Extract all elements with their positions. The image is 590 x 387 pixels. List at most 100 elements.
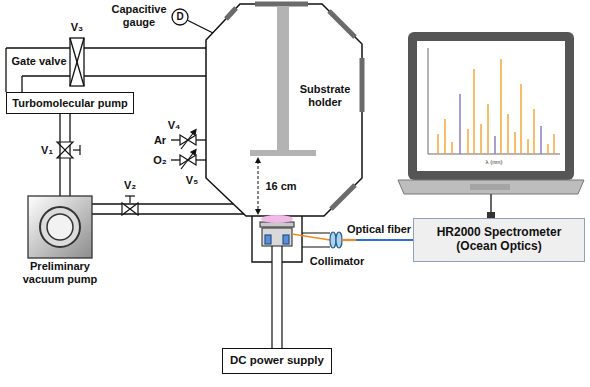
vacuum-pipe bbox=[92, 203, 233, 204]
spectrometer-box: HR2000 Spectrometer (Ocean Optics) bbox=[413, 218, 585, 262]
valve-label: V₃ bbox=[71, 21, 83, 34]
vacuum-chamber bbox=[206, 4, 362, 216]
spectrum-chart bbox=[514, 132, 516, 154]
dimension-arrow bbox=[258, 161, 259, 211]
magnetron bbox=[262, 228, 292, 246]
vacuum-line bbox=[5, 48, 6, 92]
substrate-holder bbox=[277, 6, 289, 150]
needle-valve bbox=[181, 132, 194, 149]
node-text: Gate valve bbox=[10, 55, 68, 68]
valve-label-holder: V₁ bbox=[41, 144, 53, 157]
laptop bbox=[398, 180, 584, 194]
laptop bbox=[408, 32, 574, 180]
part-label: Optical fiber bbox=[347, 223, 411, 236]
optical-fiber bbox=[342, 239, 414, 241]
spectrum-chart bbox=[444, 119, 446, 154]
gate-valve-symbol bbox=[21, 76, 22, 92]
laptop bbox=[417, 41, 565, 171]
node-text: D bbox=[176, 11, 183, 23]
magnetron bbox=[281, 246, 282, 348]
needle-valve bbox=[188, 155, 196, 165]
valve-label: V₅ bbox=[186, 174, 198, 187]
axis-label-holder: λ (nm) bbox=[486, 159, 503, 166]
gas-label-holder: O₂ bbox=[153, 154, 166, 167]
vacuum-chamber bbox=[206, 4, 362, 216]
viewport-window bbox=[226, 8, 236, 19]
gas-line bbox=[171, 139, 180, 140]
substrate-holder bbox=[250, 6, 316, 156]
gate-valve-symbol bbox=[22, 75, 70, 76]
gate-valve-symbol bbox=[70, 38, 84, 86]
viewport-window bbox=[226, 4, 362, 209]
valve-symbol bbox=[125, 195, 135, 196]
needle-valve bbox=[188, 135, 196, 145]
vacuum-line bbox=[59, 114, 60, 196]
text-holder: D bbox=[176, 11, 183, 23]
needle-valve bbox=[191, 130, 196, 136]
spectrum-chart bbox=[428, 48, 560, 154]
spectrum-chart bbox=[437, 134, 439, 154]
box-text: DC power supply bbox=[230, 354, 324, 367]
valve-symbol bbox=[73, 149, 80, 150]
pump-icon bbox=[28, 196, 92, 258]
needle-valve bbox=[180, 135, 188, 145]
capacitive-gauge: Capacitive gauge D bbox=[108, 2, 190, 34]
magnetron bbox=[261, 215, 293, 223]
valve-symbol bbox=[79, 145, 80, 155]
spectrum-chart bbox=[500, 59, 502, 154]
laptop bbox=[490, 194, 492, 214]
spectrum-chart bbox=[480, 124, 482, 154]
box-text: Turbomolecular pump bbox=[12, 97, 127, 110]
collimator bbox=[292, 232, 342, 248]
gauge-stub bbox=[187, 20, 213, 33]
needle-valve bbox=[181, 152, 194, 169]
dimension-arrow bbox=[255, 157, 261, 215]
viewport-window bbox=[329, 11, 355, 37]
pump-icon bbox=[40, 207, 80, 247]
part-label-holder: Optical fiber bbox=[347, 223, 411, 236]
spectrum-chart bbox=[473, 69, 475, 154]
gate-valve-symbol bbox=[70, 38, 84, 86]
substrate-holder bbox=[250, 150, 316, 156]
gauge-circle bbox=[172, 9, 188, 25]
spectrum-chart bbox=[540, 126, 542, 154]
axis-label: λ (nm) bbox=[486, 159, 503, 166]
valve-label-holder: V₄ bbox=[168, 119, 181, 132]
text-holder: Preliminary vacuum pump bbox=[15, 260, 105, 285]
spectrum-chart bbox=[507, 114, 509, 154]
gas-line bbox=[196, 159, 206, 160]
vacuum-pipe bbox=[84, 47, 206, 48]
gas-line bbox=[171, 140, 206, 160]
spectrum-chart bbox=[428, 48, 429, 154]
collimator bbox=[330, 232, 336, 248]
node-text: Preliminary vacuum pump bbox=[15, 260, 105, 285]
laptop bbox=[398, 32, 584, 218]
pump-icon bbox=[28, 196, 92, 258]
spectrum-chart bbox=[533, 109, 535, 154]
box-text: HR2000 Spectrometer (Ocean Optics) bbox=[418, 226, 580, 254]
spectrum-chart bbox=[520, 84, 522, 154]
optical-fiber bbox=[342, 240, 414, 241]
collimator bbox=[292, 234, 330, 240]
valve-label-holder: V₃ bbox=[71, 21, 83, 34]
optical-fiber bbox=[342, 239, 356, 241]
valve-symbol bbox=[122, 203, 130, 215]
viewport-window bbox=[255, 2, 308, 7]
gate-valve-symbol bbox=[70, 38, 84, 86]
text-holder: Gate valve bbox=[10, 55, 68, 68]
needle-valve bbox=[191, 150, 196, 156]
vacuum-pipe bbox=[92, 213, 244, 214]
text-holder: Capacitive gauge bbox=[108, 3, 170, 28]
part-label: Substrate holder bbox=[294, 83, 356, 108]
valve-label: V₂ bbox=[124, 179, 136, 192]
part-label: Collimator bbox=[310, 255, 364, 268]
gas-line bbox=[196, 139, 206, 140]
gas-label-holder: Ar bbox=[154, 134, 166, 147]
gate-valve: Gate valve bbox=[6, 34, 88, 90]
spectrum-chart bbox=[527, 139, 529, 154]
valve-label: V₄ bbox=[168, 119, 181, 132]
spectrum-chart bbox=[494, 136, 496, 154]
